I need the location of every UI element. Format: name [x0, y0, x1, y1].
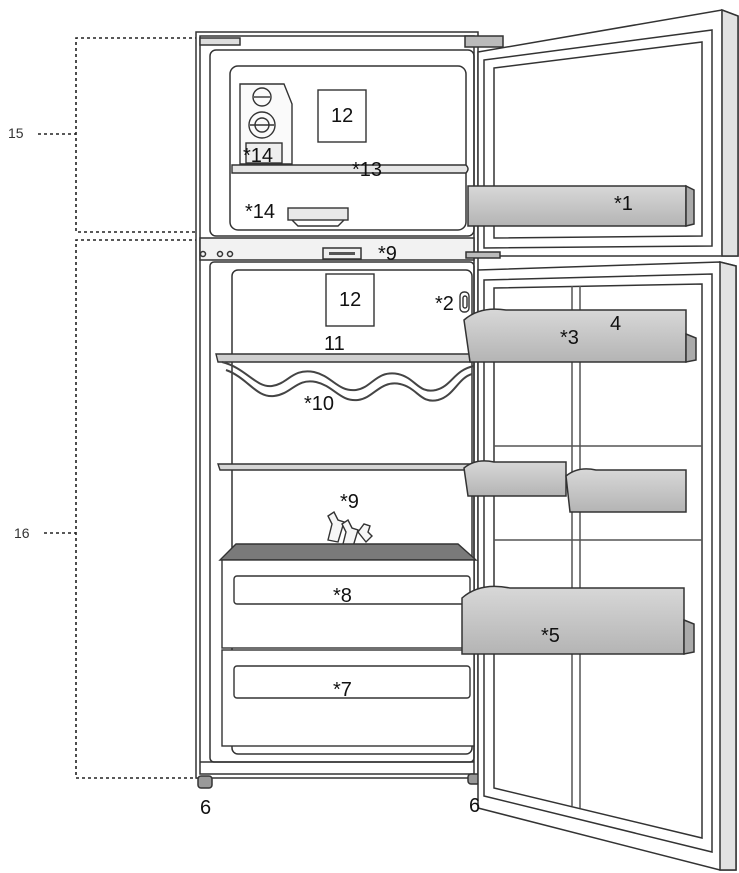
label-fridge-lamp: 12	[339, 289, 362, 311]
label-leveling-foot-left: 6	[200, 797, 212, 819]
label-door-alignment-tool: *9	[340, 491, 359, 513]
label-vegetable-crisper-upper: *8	[333, 585, 352, 607]
label-control-panel: *9	[378, 243, 397, 265]
label-door-shelf-upper: *3	[560, 327, 579, 349]
label-door-bottle-bin: *5	[541, 625, 560, 647]
label-egg-tray: *2	[435, 293, 454, 315]
label-door-shelf-upper-number: 4	[610, 313, 622, 335]
label-wine-rack: *10	[304, 393, 335, 415]
label-freezer-compartment: 15	[8, 125, 24, 141]
label-fridge-glass-shelf: 11	[324, 333, 345, 355]
label-fridge-compartment: 16	[14, 525, 30, 541]
fridge-door	[461, 261, 737, 871]
label-vegetable-crisper-lower: *7	[333, 679, 352, 701]
section-brackets	[38, 37, 198, 779]
label-freezer-door-bin: *1	[614, 193, 633, 215]
freezer-door	[465, 8, 739, 259]
fridge-parts	[215, 273, 478, 747]
label-freezer-lamp: 12	[331, 105, 354, 127]
label-freezer-shelf: *13	[352, 159, 383, 181]
label-ice-tray-lower: *14	[245, 201, 276, 223]
label-ice-maker-upper: *14	[243, 145, 274, 167]
label-leveling-foot-right: 6	[469, 795, 481, 817]
freezer-parts	[231, 83, 469, 227]
